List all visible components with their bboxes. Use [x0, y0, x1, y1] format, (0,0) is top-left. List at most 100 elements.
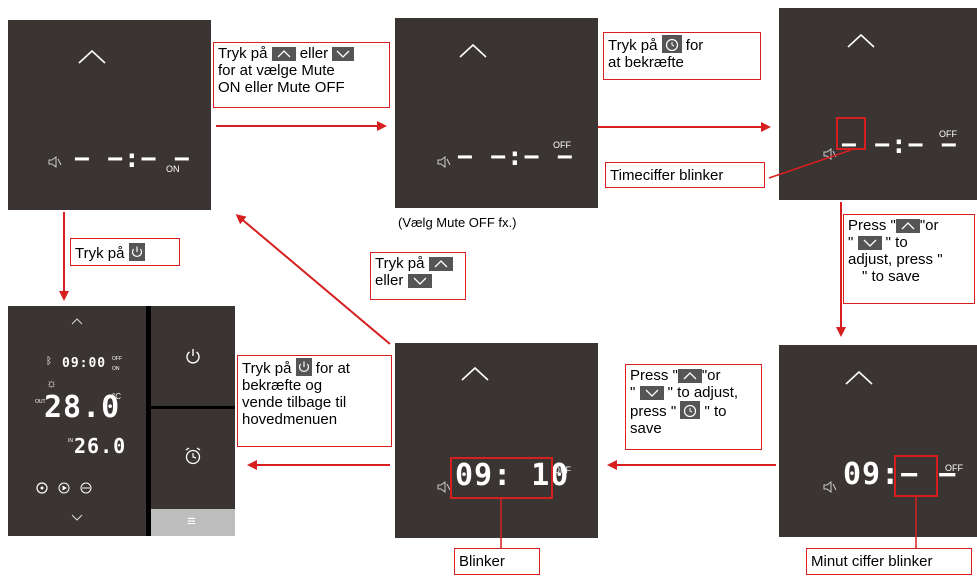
arrow-p5-to-p1 — [235, 214, 391, 345]
panel-hour-blink: − −:− − OFF — [779, 8, 977, 200]
callout-text: bekræfte og — [242, 377, 323, 394]
key-divider — [151, 406, 235, 409]
callout-text: vende tilbage til — [242, 394, 347, 411]
callout-text: " — [848, 234, 854, 251]
callout-text: ON eller Mute OFF — [218, 79, 345, 96]
alarm-key[interactable] — [151, 409, 235, 509]
panel-minute-blink: 09:− − OFF — [779, 345, 977, 537]
play-icon[interactable] — [58, 482, 70, 494]
down-button-icon — [332, 47, 355, 61]
on-label: ON — [112, 366, 120, 372]
callout-text: " — [630, 384, 636, 401]
speaker-mute-icon — [823, 481, 837, 493]
mute-state-label: OFF — [945, 463, 963, 473]
set-temperature: 26.0 — [74, 434, 127, 458]
speaker-mute-icon — [437, 481, 451, 493]
down-button-icon — [639, 386, 664, 400]
time-display: − −:− − — [457, 142, 574, 172]
callout-text: eller — [299, 45, 329, 62]
room-temperature: 28.0 — [44, 390, 121, 425]
panel-mute-on: − −:− − ON — [8, 20, 211, 210]
up-button-icon — [677, 369, 702, 383]
off-label: OFF — [112, 356, 122, 362]
power-icon — [186, 349, 200, 364]
callout-text: "or — [919, 217, 939, 234]
hour-highlight — [836, 117, 866, 150]
callout-confirm: Tryk på for at bekræfte — [603, 32, 761, 80]
time-display: 09: 10 — [455, 458, 570, 493]
mode-icon[interactable] — [80, 482, 92, 494]
callout-text: Tryk på — [608, 37, 658, 54]
up-arrow-icon[interactable] — [845, 370, 873, 385]
callout-power: Tryk på — [70, 238, 180, 266]
callout-blink: Blinker — [454, 548, 540, 575]
menu-icon: ≡ — [187, 513, 196, 530]
up-button-icon — [271, 47, 296, 61]
unit-label: °C — [112, 392, 121, 401]
callout-text: eller — [375, 272, 404, 289]
time-display: − −:− − — [841, 130, 958, 160]
callout-confirm-return: Tryk på for at bekræfte og vende tilbage… — [237, 355, 392, 447]
callout-text: press " — [896, 251, 943, 268]
callout-text: Tryk på — [75, 245, 125, 262]
menu-key[interactable]: ≡ — [151, 509, 235, 536]
down-button-icon — [407, 274, 432, 288]
callout-text: hovedmenuen — [242, 411, 338, 428]
power-button-icon — [295, 358, 312, 376]
up-button-icon — [895, 219, 920, 233]
power-button-icon — [128, 243, 145, 261]
callout-text: Tryk på — [218, 45, 268, 62]
callout-minute-blink: Minut ciffer blinker — [806, 548, 972, 575]
up-arrow-icon[interactable] — [78, 49, 106, 64]
panel-time-set: 09: 10 OFF — [395, 343, 598, 538]
display-divider — [146, 306, 151, 536]
callout-text: " to save — [862, 268, 920, 285]
up-arrow-icon[interactable] — [459, 43, 487, 58]
callout-text: for at — [315, 360, 350, 377]
mute-state-label: ON — [166, 164, 180, 174]
alarm-clock-icon — [185, 447, 201, 465]
callout-text: press " — [630, 403, 677, 420]
mute-state-label: OFF — [939, 129, 957, 139]
time-display: − −:− − — [74, 144, 191, 174]
mute-state-label: OFF — [553, 465, 571, 475]
callout-text: Press " — [630, 367, 678, 384]
clock-display: 09:00 — [62, 356, 107, 371]
callout-adjust-minute: Press ""or " " to adjust, press " " to s… — [625, 364, 762, 450]
callout-text: " to adjust, — [667, 384, 739, 401]
fan-icon[interactable] — [36, 482, 48, 494]
time-highlight — [450, 457, 553, 499]
power-key[interactable] — [151, 306, 235, 406]
up-arrow-icon[interactable] — [461, 366, 489, 381]
speaker-mute-icon — [437, 156, 451, 168]
speaker-mute-icon — [48, 156, 62, 168]
up-arrow-icon[interactable] — [71, 318, 83, 325]
callout-text: for — [685, 37, 704, 54]
callout-text: " to — [885, 234, 908, 251]
minute-highlight — [894, 455, 938, 497]
mute-state-label: OFF — [553, 140, 571, 150]
callout-hour-blink: Timeciffer blinker — [605, 162, 765, 188]
main-display: ᛒ 09:00 OFF ON ☼ OUT 28.0 °C IN 26.0 — [8, 306, 146, 536]
panel-mute-off: − −:− − OFF — [395, 18, 598, 208]
callout-text: for at vælge Mute — [218, 62, 335, 79]
down-arrow-icon[interactable] — [71, 514, 83, 521]
sun-icon: ☼ — [46, 376, 57, 390]
alarm-button-icon — [680, 401, 701, 419]
down-button-icon — [857, 236, 882, 250]
up-button-icon — [428, 257, 453, 271]
out-label: OUT — [35, 399, 46, 405]
panel-caption: (Vælg Mute OFF fx.) — [398, 215, 517, 230]
alarm-button-icon — [661, 35, 682, 53]
callout-select-mute: Tryk på eller for at vælge Mute ON eller… — [213, 42, 390, 108]
callout-adjust-hour: Press ""or " " to adjust, press " " to s… — [843, 214, 975, 304]
up-arrow-icon[interactable] — [847, 33, 875, 48]
callout-text: "or — [701, 367, 721, 384]
callout-text: Tryk på — [242, 360, 292, 377]
callout-text: at bekræfte — [608, 54, 684, 71]
callout-text: Tryk på — [375, 255, 425, 272]
callout-text: Press " — [848, 217, 896, 234]
callout-text: save — [630, 420, 662, 437]
in-label: IN — [68, 438, 73, 444]
